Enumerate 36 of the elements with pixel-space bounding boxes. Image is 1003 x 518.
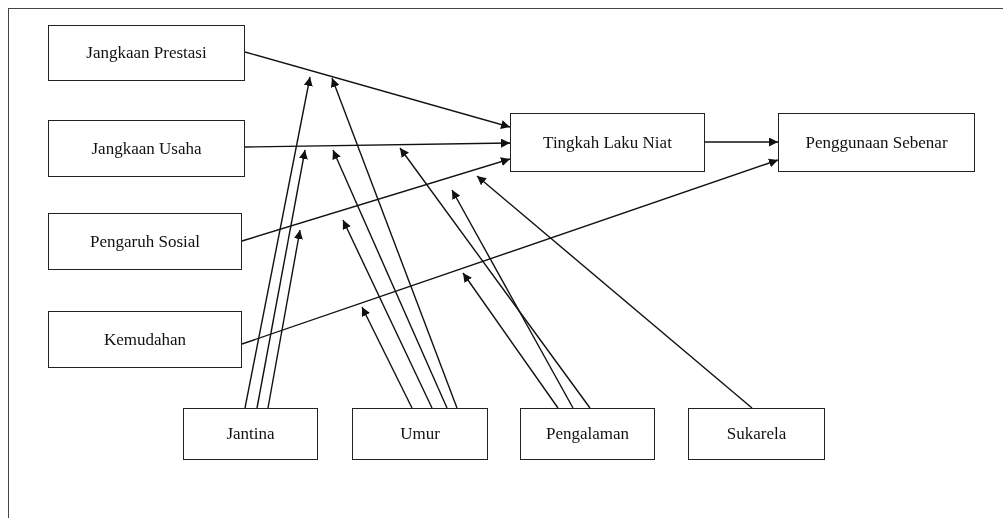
box-label: Kemudahan: [103, 329, 187, 350]
arrow: [244, 51, 511, 129]
construct-box: [48, 120, 245, 177]
arrow: [241, 158, 779, 345]
arrow: [451, 189, 574, 409]
arrow: [331, 77, 458, 409]
arrow: [704, 137, 779, 147]
construct-box: [510, 113, 705, 172]
construct-box: [520, 408, 655, 460]
box-label: Jantina: [226, 424, 275, 444]
arrow: [342, 219, 433, 409]
arrow: [244, 138, 511, 148]
construct-box: [48, 213, 242, 270]
construct-box: [688, 408, 825, 460]
construct-box: [352, 408, 488, 460]
box-label: Sukarela: [726, 424, 787, 444]
arrow: [476, 175, 753, 409]
construct-box: [778, 113, 975, 172]
box-label: Pengaruh Sosial: [90, 231, 200, 252]
box-label: Penggunaan Sebenar: [805, 132, 948, 153]
arrow: [462, 272, 559, 409]
box-label: Tingkah Laku Niat: [543, 132, 672, 153]
construct-box: [48, 311, 242, 368]
arrow: [332, 149, 448, 409]
arrow: [244, 76, 313, 409]
arrow: [256, 149, 308, 409]
construct-box: [183, 408, 318, 460]
box-label: Pengalaman: [545, 424, 630, 444]
box-label: Umur: [400, 424, 440, 444]
arrow: [241, 157, 511, 242]
construct-box: [48, 25, 245, 81]
arrow: [267, 229, 303, 409]
box-label: Jangkaan Prestasi: [86, 43, 207, 63]
box-label: Jangkaan Usaha: [91, 138, 202, 159]
arrow: [399, 147, 591, 409]
arrow: [361, 306, 413, 409]
